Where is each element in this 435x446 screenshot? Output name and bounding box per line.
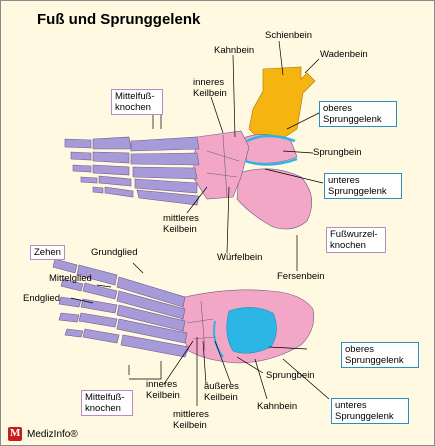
label-mittleres-keilbein-top: mittleres Keilbein	[163, 213, 199, 235]
label-endglied: Endglied	[23, 293, 60, 304]
metatarsals-bottom	[116, 276, 190, 358]
label-kahnbein-top: Kahnbein	[214, 45, 255, 56]
side-view-foot	[64, 66, 316, 230]
phalanges-bottom	[52, 258, 120, 344]
cuneiform-line	[206, 150, 240, 178]
metatarsals-top	[130, 136, 200, 206]
label-mittelglied: Mittelglied	[49, 273, 92, 284]
label-kahnbein-bottom: Kahnbein	[257, 401, 298, 412]
label-aeusseres-keilbein: äußeres Keilbein	[204, 381, 239, 403]
tibia-fibula-shape	[248, 66, 316, 140]
upper-ankle-joint-line	[246, 134, 296, 143]
navicular-line	[222, 134, 228, 198]
box-mittelfuss-top: Mittelfuß- knochen	[111, 89, 163, 115]
label-inneres-keilbein-bottom: inneres Keilbein	[146, 379, 180, 401]
box-fusswurzelknochen: Fußwurzel- knochen	[326, 227, 386, 253]
label-fersenbein: Fersenbein	[277, 271, 325, 282]
calcaneus-shape	[236, 168, 313, 230]
box-unteres-sprunggelenk-bottom: unteres Sprunggelenk	[331, 398, 409, 424]
label-schienbein: Schienbein	[265, 30, 313, 41]
box-zehen: Zehen	[30, 245, 65, 260]
box-unteres-sprunggelenk-top: unteres Sprunggelenk	[324, 173, 402, 199]
label-mittleres-keilbein-bottom: mittleres Keilbein	[173, 409, 209, 431]
label-wuerfelbein: Würfelbein	[217, 252, 263, 263]
label-sprungbein-bottom: Sprungbein	[266, 370, 315, 381]
box-oberes-sprunggelenk-bottom: oberes Sprunggelenk	[341, 342, 419, 368]
subtalar-line	[213, 320, 224, 358]
label-sprungbein-top: Sprungbein	[313, 147, 362, 158]
figure-title: Fuß und Sprunggelenk	[37, 11, 201, 28]
talus-joint-surface	[226, 307, 277, 354]
label-grundglied: Grundglied	[91, 247, 138, 258]
box-mittelfuss-bottom: Mittelfuß- knochen	[81, 390, 133, 416]
lower-ankle-joint-line	[244, 157, 298, 166]
box-oberes-sprunggelenk-top: oberes Sprunggelenk	[319, 101, 397, 127]
brand-text: MedizInfo®	[27, 429, 78, 440]
medizinfo-logo-icon	[8, 427, 22, 441]
leader-lines	[70, 40, 330, 406]
label-inneres-keilbein-top: inneres Keilbein	[193, 77, 227, 99]
top-view-foot	[52, 258, 315, 364]
phalanges-top	[64, 136, 134, 198]
label-wadenbein: Wadenbein	[320, 49, 368, 60]
